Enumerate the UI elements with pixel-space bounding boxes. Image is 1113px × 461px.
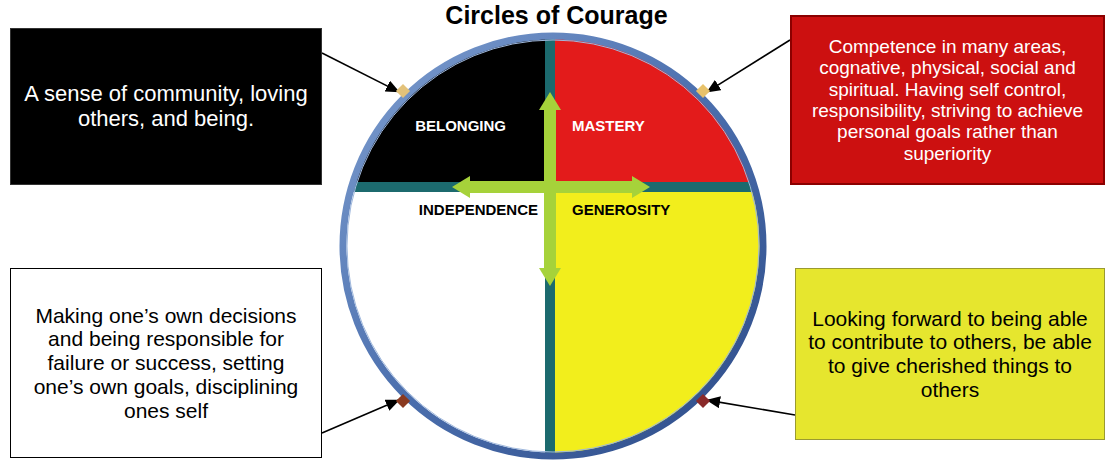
- quadrant-label: BELONGING: [415, 117, 506, 134]
- quadrant-shape: [550, 36, 763, 187]
- diagram-title: Circles of Courage: [445, 1, 667, 29]
- leader-arrow: [322, 400, 399, 433]
- dividers: [330, 30, 780, 461]
- quadrant: GENEROSITY: [550, 187, 763, 456]
- quadrant-label: GENEROSITY: [572, 201, 670, 218]
- quadrant: MASTERY: [550, 36, 763, 187]
- callout-box: A sense of community, loving others, and…: [10, 28, 322, 185]
- callout-box: Competence in many areas, cognative, phy…: [790, 15, 1105, 185]
- ring-marker: [696, 84, 710, 98]
- quadrant-fill: [343, 36, 550, 187]
- callout-text: Making one’s own decisions and being res…: [21, 304, 311, 423]
- arrow-head: [539, 268, 561, 286]
- quadrant-shape: [343, 36, 550, 187]
- inner-ring-highlight: [347, 40, 759, 452]
- arrow-head: [539, 92, 561, 110]
- outer-ring: [343, 36, 763, 456]
- quadrant-shape: [550, 187, 763, 456]
- callout-text-group: A sense of community, loving others, and…: [21, 82, 311, 132]
- callout-text-group: Competence in many areas, cognative, phy…: [802, 36, 1093, 165]
- ring-marker: [396, 394, 410, 408]
- callout-box: Making one’s own decisions and being res…: [10, 268, 322, 458]
- quadrant: BELONGING: [343, 36, 550, 187]
- quadrant-label-wrap: GENEROSITY: [572, 201, 670, 219]
- arrow-head: [452, 176, 470, 198]
- callout-text: Competence in many areas, cognative, phy…: [802, 36, 1093, 165]
- quadrant: INDEPENDENCE: [343, 187, 550, 456]
- leader-arrow: [707, 400, 795, 415]
- leader-arrow: [707, 40, 790, 92]
- arrow-shaft: [544, 110, 556, 268]
- quadrant-shape: [343, 187, 550, 456]
- ring-marker: [696, 394, 710, 408]
- green-cross-arrows: [452, 92, 650, 286]
- quadrant-label-wrap: INDEPENDENCE: [419, 201, 538, 219]
- leader-arrow: [322, 53, 399, 92]
- title-wrap: Circles of Courage: [0, 0, 1113, 30]
- arrow-head: [632, 176, 650, 198]
- quadrant-fill: [550, 36, 763, 187]
- callout-text-group: Looking forward to being able to contrib…: [806, 307, 1094, 402]
- callout-text: Looking forward to being able to contrib…: [806, 307, 1094, 402]
- quadrant-label: MASTERY: [572, 117, 645, 134]
- callout-text: A sense of community, loving others, and…: [21, 82, 311, 132]
- callout-text-group: Making one’s own decisions and being res…: [21, 304, 311, 423]
- quadrant-label-wrap: MASTERY: [572, 117, 645, 135]
- ring-marker: [396, 84, 410, 98]
- quadrant-fill: [343, 187, 550, 456]
- callout-box: Looking forward to being able to contrib…: [795, 268, 1105, 440]
- quadrant-fill: [550, 187, 763, 456]
- quadrant-label-wrap: BELONGING: [415, 117, 506, 135]
- quadrant-label: INDEPENDENCE: [419, 201, 538, 218]
